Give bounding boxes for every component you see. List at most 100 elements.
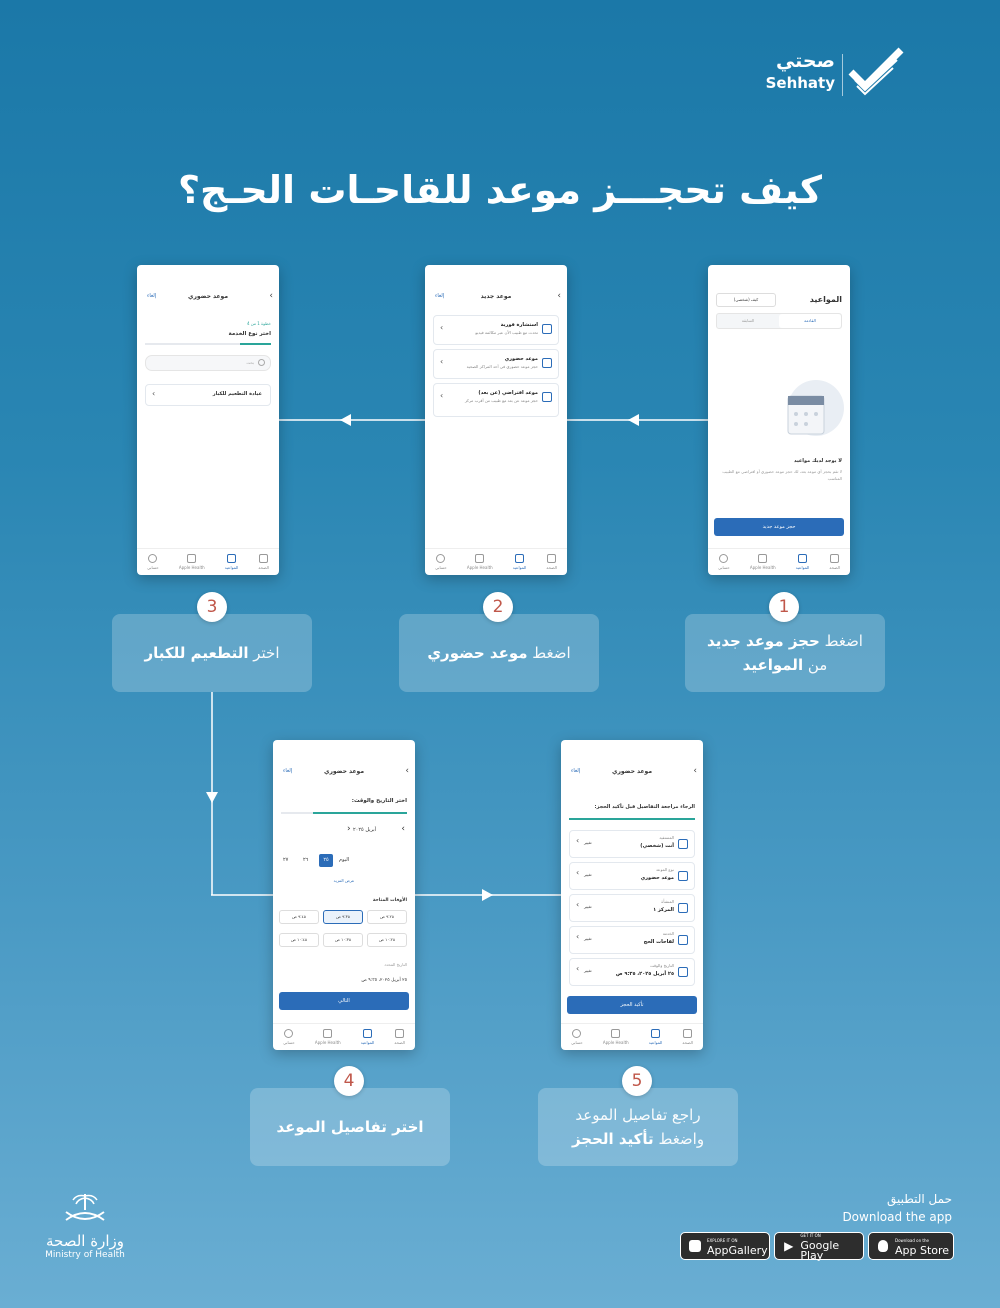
cancel-link[interactable]: إلغاء xyxy=(571,768,581,774)
day-cell[interactable]: ٢٧ xyxy=(283,857,289,863)
brand-name-ar: صحتي xyxy=(775,50,835,72)
time-slot[interactable]: ٩:٤٥ ص xyxy=(279,910,319,924)
month-label: أبريل ٢٠٢٥ xyxy=(353,827,377,833)
nav-appointments[interactable]: المواعيد xyxy=(796,554,809,570)
new-appointment-button[interactable]: حجز موعد جديد xyxy=(714,518,844,536)
section-heading: الرجاء مراجعة التفاصيل قبل تأكيد الحجز: xyxy=(594,804,695,810)
calendar-icon xyxy=(651,1029,661,1038)
chevron-left-icon: ‹ xyxy=(576,964,580,973)
next-button[interactable]: التالي xyxy=(279,992,409,1010)
brand-divider xyxy=(842,54,843,96)
progress-bar xyxy=(569,818,695,820)
cancel-link[interactable]: إلغاء xyxy=(435,293,445,299)
empty-description: لا تقم بحجز أي موعد بعد، لك حجز موعد حضو… xyxy=(722,469,842,481)
review-row-beneficiary: المستفيد أنت (شخصي) تغيير ‹ xyxy=(569,830,695,858)
screen-title: موعد حضوري xyxy=(323,768,365,775)
back-icon[interactable]: ‹ xyxy=(269,291,273,301)
nav-account-label: حسابي xyxy=(147,565,159,570)
step-number: 3 xyxy=(197,592,227,622)
time-slot[interactable]: ٩:٢٥ ص xyxy=(367,910,407,924)
step-text: من xyxy=(807,656,828,674)
nav-health[interactable]: الصحة xyxy=(546,554,557,570)
section-heading: اختر نوع الخدمة xyxy=(228,331,271,337)
nav-account[interactable]: حسابي xyxy=(718,554,730,570)
time-slot[interactable]: ١٠:٢٥ ص xyxy=(367,933,407,947)
step-text: اضغط xyxy=(824,632,863,650)
nav-appointments[interactable]: المواعيد xyxy=(361,1029,374,1045)
cancel-link[interactable]: إلغاء xyxy=(283,768,293,774)
nav-appointments[interactable]: المواعيد xyxy=(224,554,239,570)
nav-appointments[interactable]: المواعيد xyxy=(649,1029,662,1045)
badge-small-text: Download on the xyxy=(895,1238,929,1243)
row-label: التاريخ والوقت xyxy=(650,963,674,968)
option-in-person[interactable]: موعد حضوري حجز موعد حضوري في أحد المراكز… xyxy=(433,349,559,379)
time-slot[interactable]: ١٠:٤٥ ص xyxy=(279,933,319,947)
nav-account[interactable]: حسابي xyxy=(571,1029,583,1045)
screen-title: المواعيد xyxy=(809,295,842,304)
download-label-en: Download the app xyxy=(842,1210,952,1224)
times-label: الأوقات المتاحة xyxy=(372,898,407,903)
nav-account[interactable]: حسابي xyxy=(435,554,447,570)
screen-title: موعد جديد xyxy=(480,293,512,300)
change-link[interactable]: تغيير xyxy=(584,936,592,941)
day-cell[interactable]: ٢٦ xyxy=(303,857,309,863)
back-icon[interactable]: ‹ xyxy=(557,291,561,301)
confirm-booking-button[interactable]: تأكيد الحجز xyxy=(567,996,697,1014)
chevron-left-icon[interactable]: › xyxy=(347,824,351,834)
profile-filter[interactable]: كيف (شخصي) xyxy=(716,293,776,307)
step-bold-text: المواعيد xyxy=(742,656,804,674)
nav-health-app[interactable]: Apple Health xyxy=(603,1029,629,1045)
nav-account[interactable]: حسابي xyxy=(283,1029,295,1045)
back-icon[interactable]: ‹ xyxy=(693,766,697,776)
search-input[interactable]: بحث xyxy=(145,355,271,371)
change-link[interactable]: تغيير xyxy=(584,904,592,909)
nav-account-label: حسابي xyxy=(718,565,730,570)
nav-appointments[interactable]: المواعيد xyxy=(513,554,526,570)
step-bold-text: اختر تفاصيل الموعد xyxy=(276,1118,424,1136)
cancel-link[interactable]: إلغاء xyxy=(147,293,157,299)
chevron-left-icon: ‹ xyxy=(576,836,580,845)
nav-health-app[interactable]: Apple Health xyxy=(750,554,776,570)
change-link[interactable]: تغيير xyxy=(584,968,592,973)
time-slot[interactable]: ١٠:٣٥ ص xyxy=(323,933,363,947)
step-bold-text: التطعيم للكبار xyxy=(144,644,249,662)
phone-screen-appointments: المواعيد كيف (شخصي) القادمة السابقة لا ي… xyxy=(708,265,850,575)
back-icon[interactable]: ‹ xyxy=(405,766,409,776)
time-slot-selected[interactable]: ٩:٣٥ ص xyxy=(323,910,363,924)
change-link[interactable]: تغيير xyxy=(584,840,592,845)
home-icon xyxy=(259,554,269,563)
chevron-left-icon: ‹ xyxy=(576,900,580,909)
progress-bar xyxy=(145,343,271,345)
ministry-name-en: Ministry of Health xyxy=(45,1250,125,1260)
chevron-right-icon[interactable]: ‹ xyxy=(401,824,405,834)
row-label: الخدمة xyxy=(662,931,674,936)
row-value: ٢٥ أبريل ٢٠٢٥، ٩:٣٥ ص xyxy=(615,971,674,977)
change-link[interactable]: تغيير xyxy=(584,872,592,877)
nav-health[interactable]: الصحة xyxy=(394,1029,405,1045)
tab-past[interactable]: السابقة xyxy=(741,318,755,323)
step-3-caption: اختر التطعيم للكبار xyxy=(112,614,312,692)
nav-appointments-label: المواعيد xyxy=(224,565,239,570)
badge-big-text: App Store xyxy=(895,1244,950,1257)
option-instant-consult[interactable]: استشارة فورية تحدث مع طبيب الآن عبر مكال… xyxy=(433,315,559,345)
nav-health-app[interactable]: Apple Health xyxy=(315,1029,341,1045)
tab-upcoming[interactable]: القادمة xyxy=(779,314,841,328)
service-adult-vaccination[interactable]: عيادة التطعيم للكبار ‹ xyxy=(145,384,271,406)
nav-account[interactable]: حسابي xyxy=(147,554,159,570)
day-cell-today[interactable]: اليوم xyxy=(339,857,350,863)
nav-health[interactable]: الصحة xyxy=(829,554,840,570)
nav-health-label: الصحة xyxy=(258,565,269,570)
nav-health-app[interactable]: Apple Health xyxy=(467,554,493,570)
nav-health[interactable]: الصحة xyxy=(258,554,269,570)
nav-health-app[interactable]: Apple Health xyxy=(179,554,205,570)
show-more-link[interactable]: عرض المزيد xyxy=(333,878,355,883)
section-heading: اختر التاريخ والوقت: xyxy=(351,798,407,804)
nav-health[interactable]: الصحة xyxy=(682,1029,693,1045)
day-picker: ٢٧ ٢٦ ٢٥ اليوم xyxy=(281,854,407,868)
day-cell-selected[interactable]: ٢٥ xyxy=(319,854,333,867)
option-virtual[interactable]: موعد افتراضي (عن بعد) حجز موعد عن بعد مع… xyxy=(433,383,559,417)
clinic-icon xyxy=(542,358,552,368)
